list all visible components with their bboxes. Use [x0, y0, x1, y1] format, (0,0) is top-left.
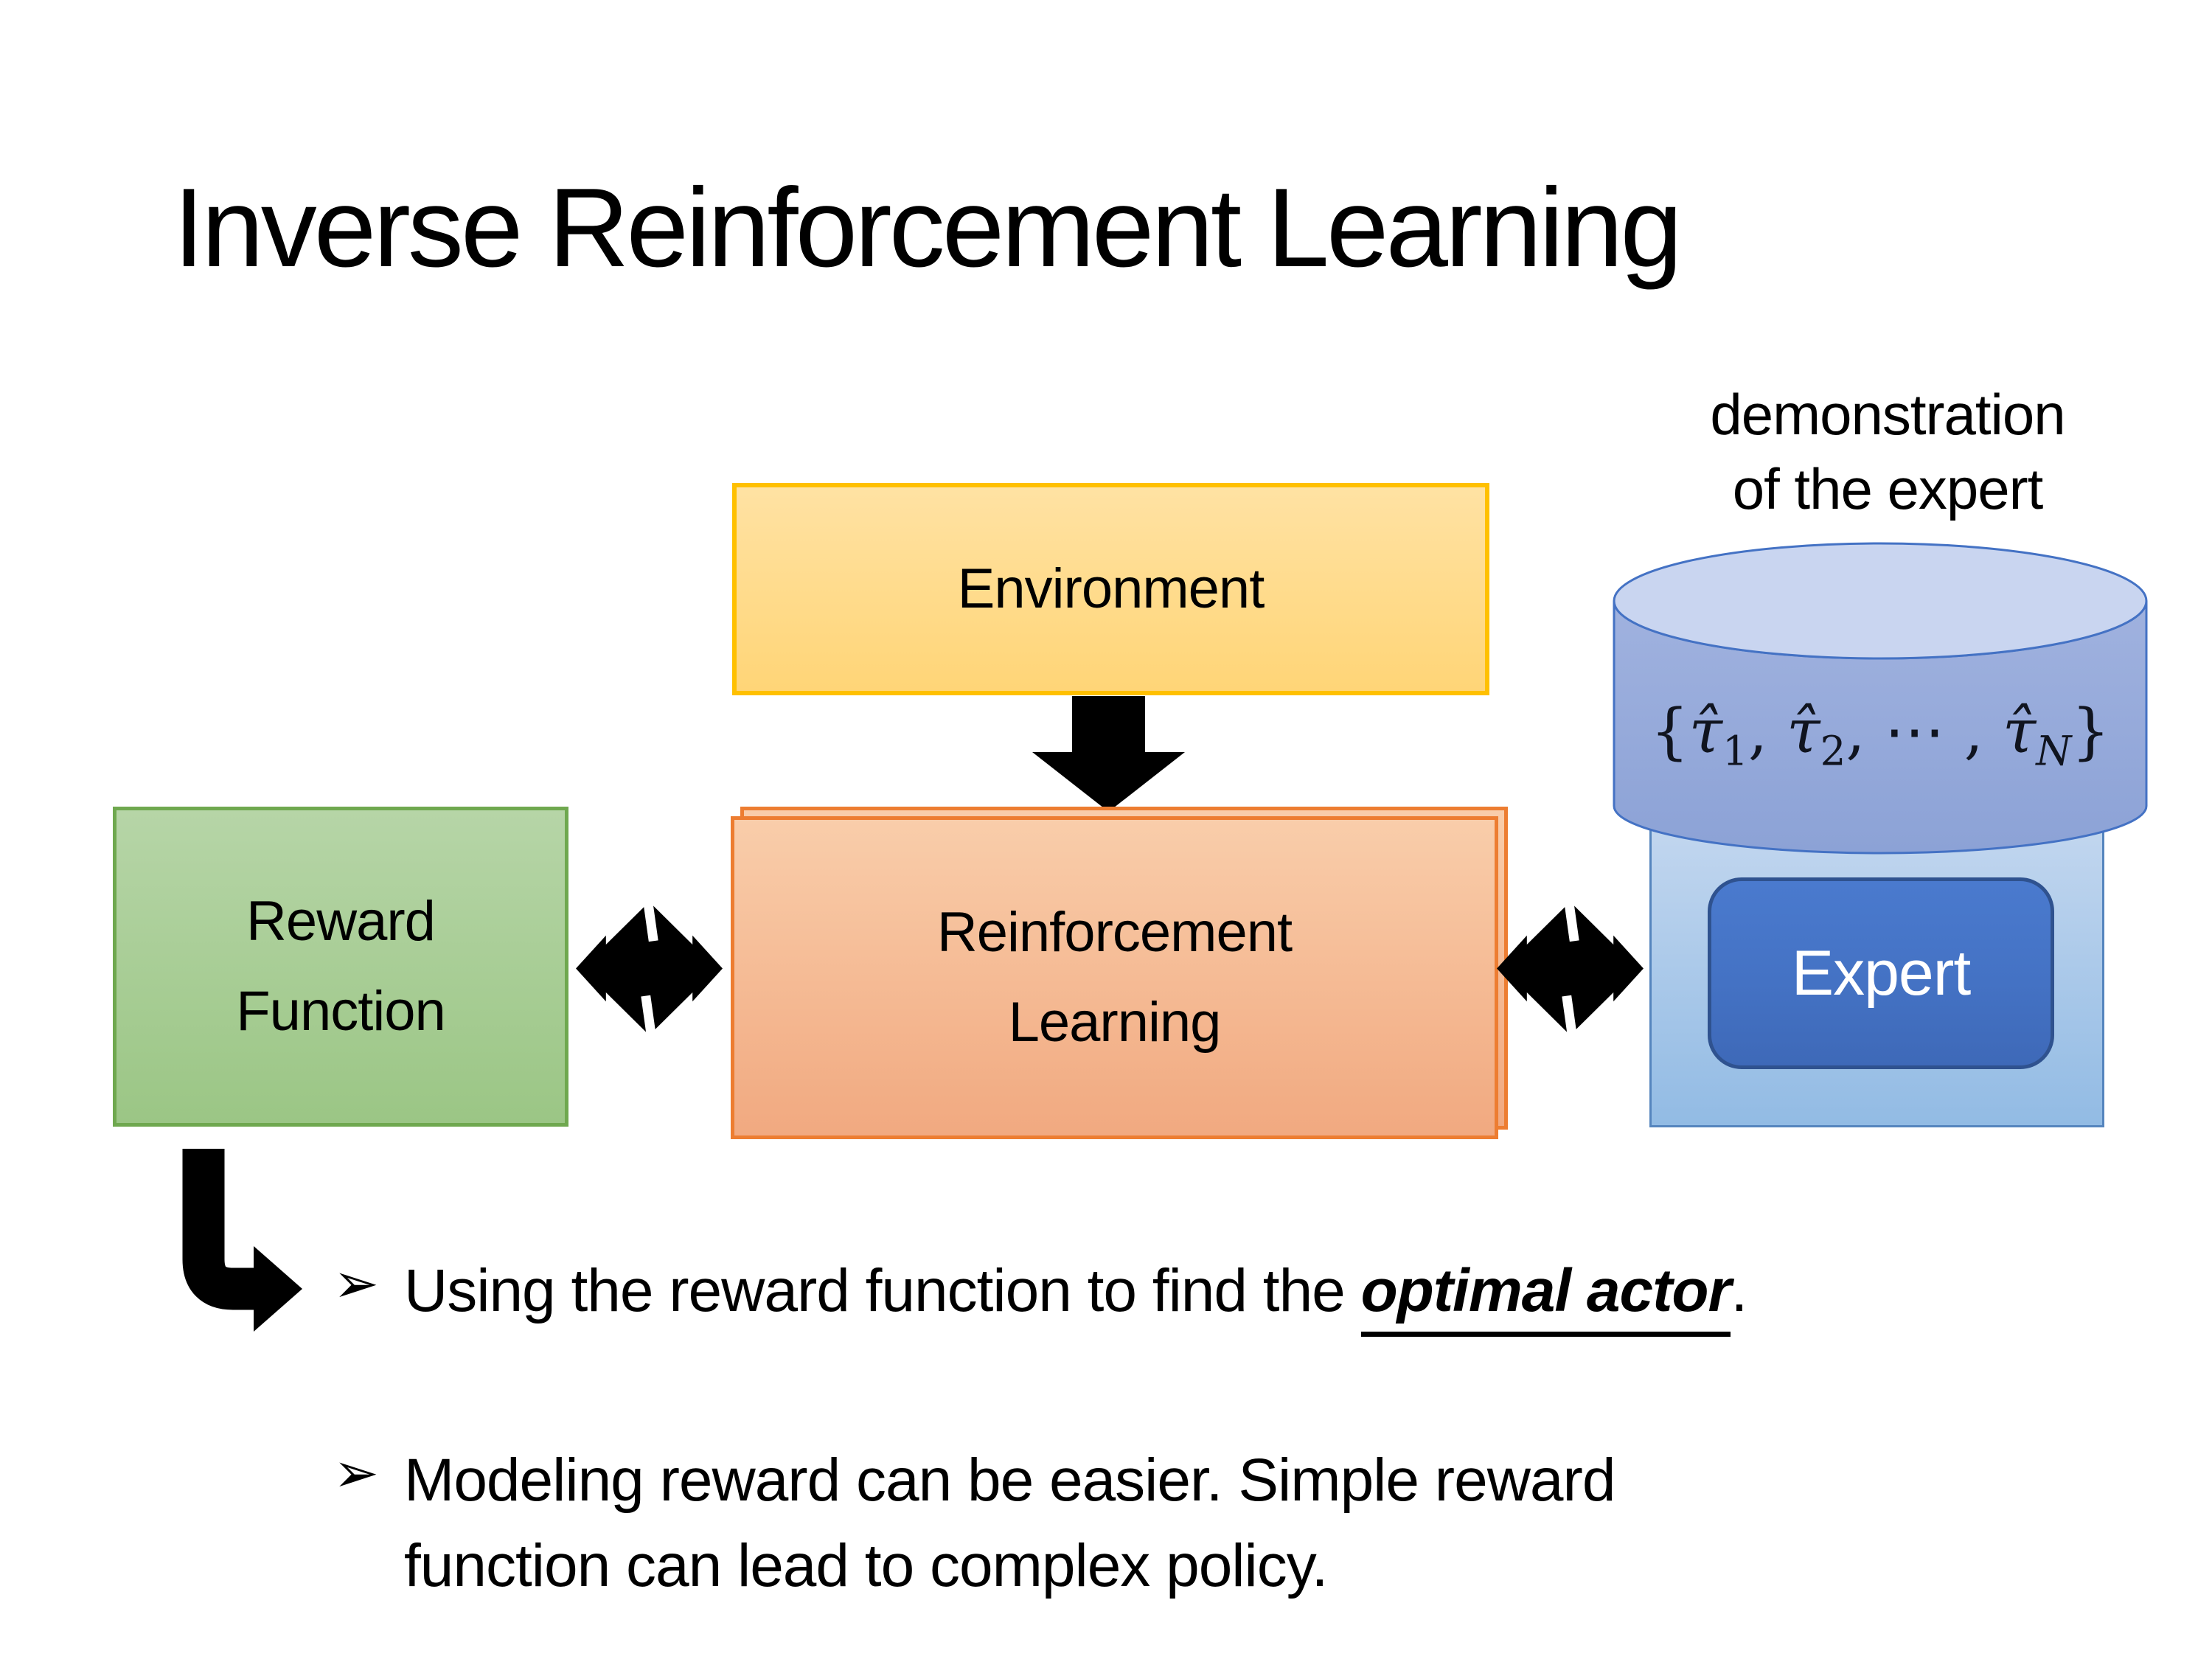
- bullet-text-2: Modeling reward can be easier. Simple re…: [404, 1447, 1615, 1600]
- elbow-arrow-icon: [182, 1149, 302, 1332]
- demonstration-label: demonstration of the expert: [1615, 378, 2160, 527]
- environment-box: Environment: [732, 483, 1489, 695]
- expert-box: Expert: [1708, 877, 2054, 1069]
- reward-function-label: Reward Function: [236, 890, 445, 1043]
- optimal-actor-highlight: optimal actor: [1360, 1257, 1731, 1337]
- demonstration-label-line1: demonstration: [1710, 382, 2065, 447]
- environment-label: Environment: [957, 557, 1265, 621]
- bullet-item-2: ➢ Modeling reward can be easier. Simple …: [333, 1438, 1615, 1610]
- bullet-arrow-icon: ➢: [333, 1252, 380, 1315]
- page-title: Inverse Reinforcement Learning: [173, 165, 1683, 291]
- down-arrow-icon: [1032, 696, 1185, 812]
- bullet-item-1: ➢ Using the reward function to find the …: [333, 1248, 1747, 1337]
- bullet-text-1: Using the reward function to find the op…: [404, 1248, 1747, 1337]
- reinforcement-learning-label: Reinforcement Learning: [936, 901, 1293, 1054]
- bullet-arrow-icon: ➢: [333, 1441, 380, 1505]
- reward-function-box: Reward Function: [113, 807, 568, 1127]
- reinforcement-learning-box: Reinforcement Learning: [731, 816, 1498, 1139]
- expert-label: Expert: [1791, 937, 1972, 1009]
- trajectory-set-label: {τ̂1, τ̂2, ⋯ , τ̂N}: [1650, 697, 2110, 775]
- demonstration-label-line2: of the expert: [1732, 456, 2044, 522]
- demonstrations-cylinder-icon: [1613, 542, 2148, 855]
- exchange-arrows-right-icon: [1497, 900, 1644, 1037]
- exchange-arrows-left-icon: [576, 900, 723, 1037]
